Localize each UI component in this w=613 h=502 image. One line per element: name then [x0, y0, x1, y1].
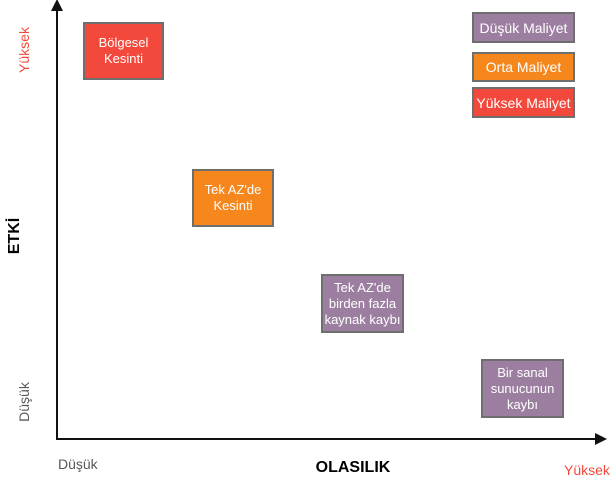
y-axis-line [56, 6, 58, 440]
x-axis-title: OLASILIK [315, 459, 391, 476]
y-axis-arrowhead-icon [51, 0, 63, 11]
node-label: Tek AZ'de birden fazla kaynak kaybı [324, 279, 401, 327]
x-axis-high-label: Yüksek [564, 462, 610, 478]
legend-item-dusuk-maliyet: Düşük Maliyet [472, 12, 575, 43]
node-label: Tek AZ'de Kesinti [204, 182, 262, 213]
x-axis-arrowhead-icon [595, 433, 607, 445]
node-label: Bölgesel Kesinti [98, 35, 149, 66]
node-tek-azde-birden-fazla-kaynak-kaybi: Tek AZ'de birden fazla kaynak kaybı [321, 274, 404, 333]
node-bolgesel-kesinti: Bölgesel Kesinti [83, 22, 164, 80]
x-axis-line [56, 438, 597, 440]
legend-item-yuksek-maliyet: Yüksek Maliyet [472, 87, 575, 118]
x-axis-low-label: Düşük [58, 456, 98, 472]
node-label: Bir sanal sunucunun kaybı [490, 364, 555, 412]
y-axis-low-label: Düşük [16, 382, 32, 422]
node-bir-sanal-sunucunun-kaybi: Bir sanal sunucunun kaybı [481, 359, 564, 418]
legend-item-orta-maliyet: Orta Maliyet [472, 52, 575, 82]
y-axis-high-label: Yüksek [16, 27, 32, 73]
node-tek-azde-kesinti: Tek AZ'de Kesinti [192, 169, 274, 227]
y-axis-title: ETKİ [6, 217, 23, 255]
